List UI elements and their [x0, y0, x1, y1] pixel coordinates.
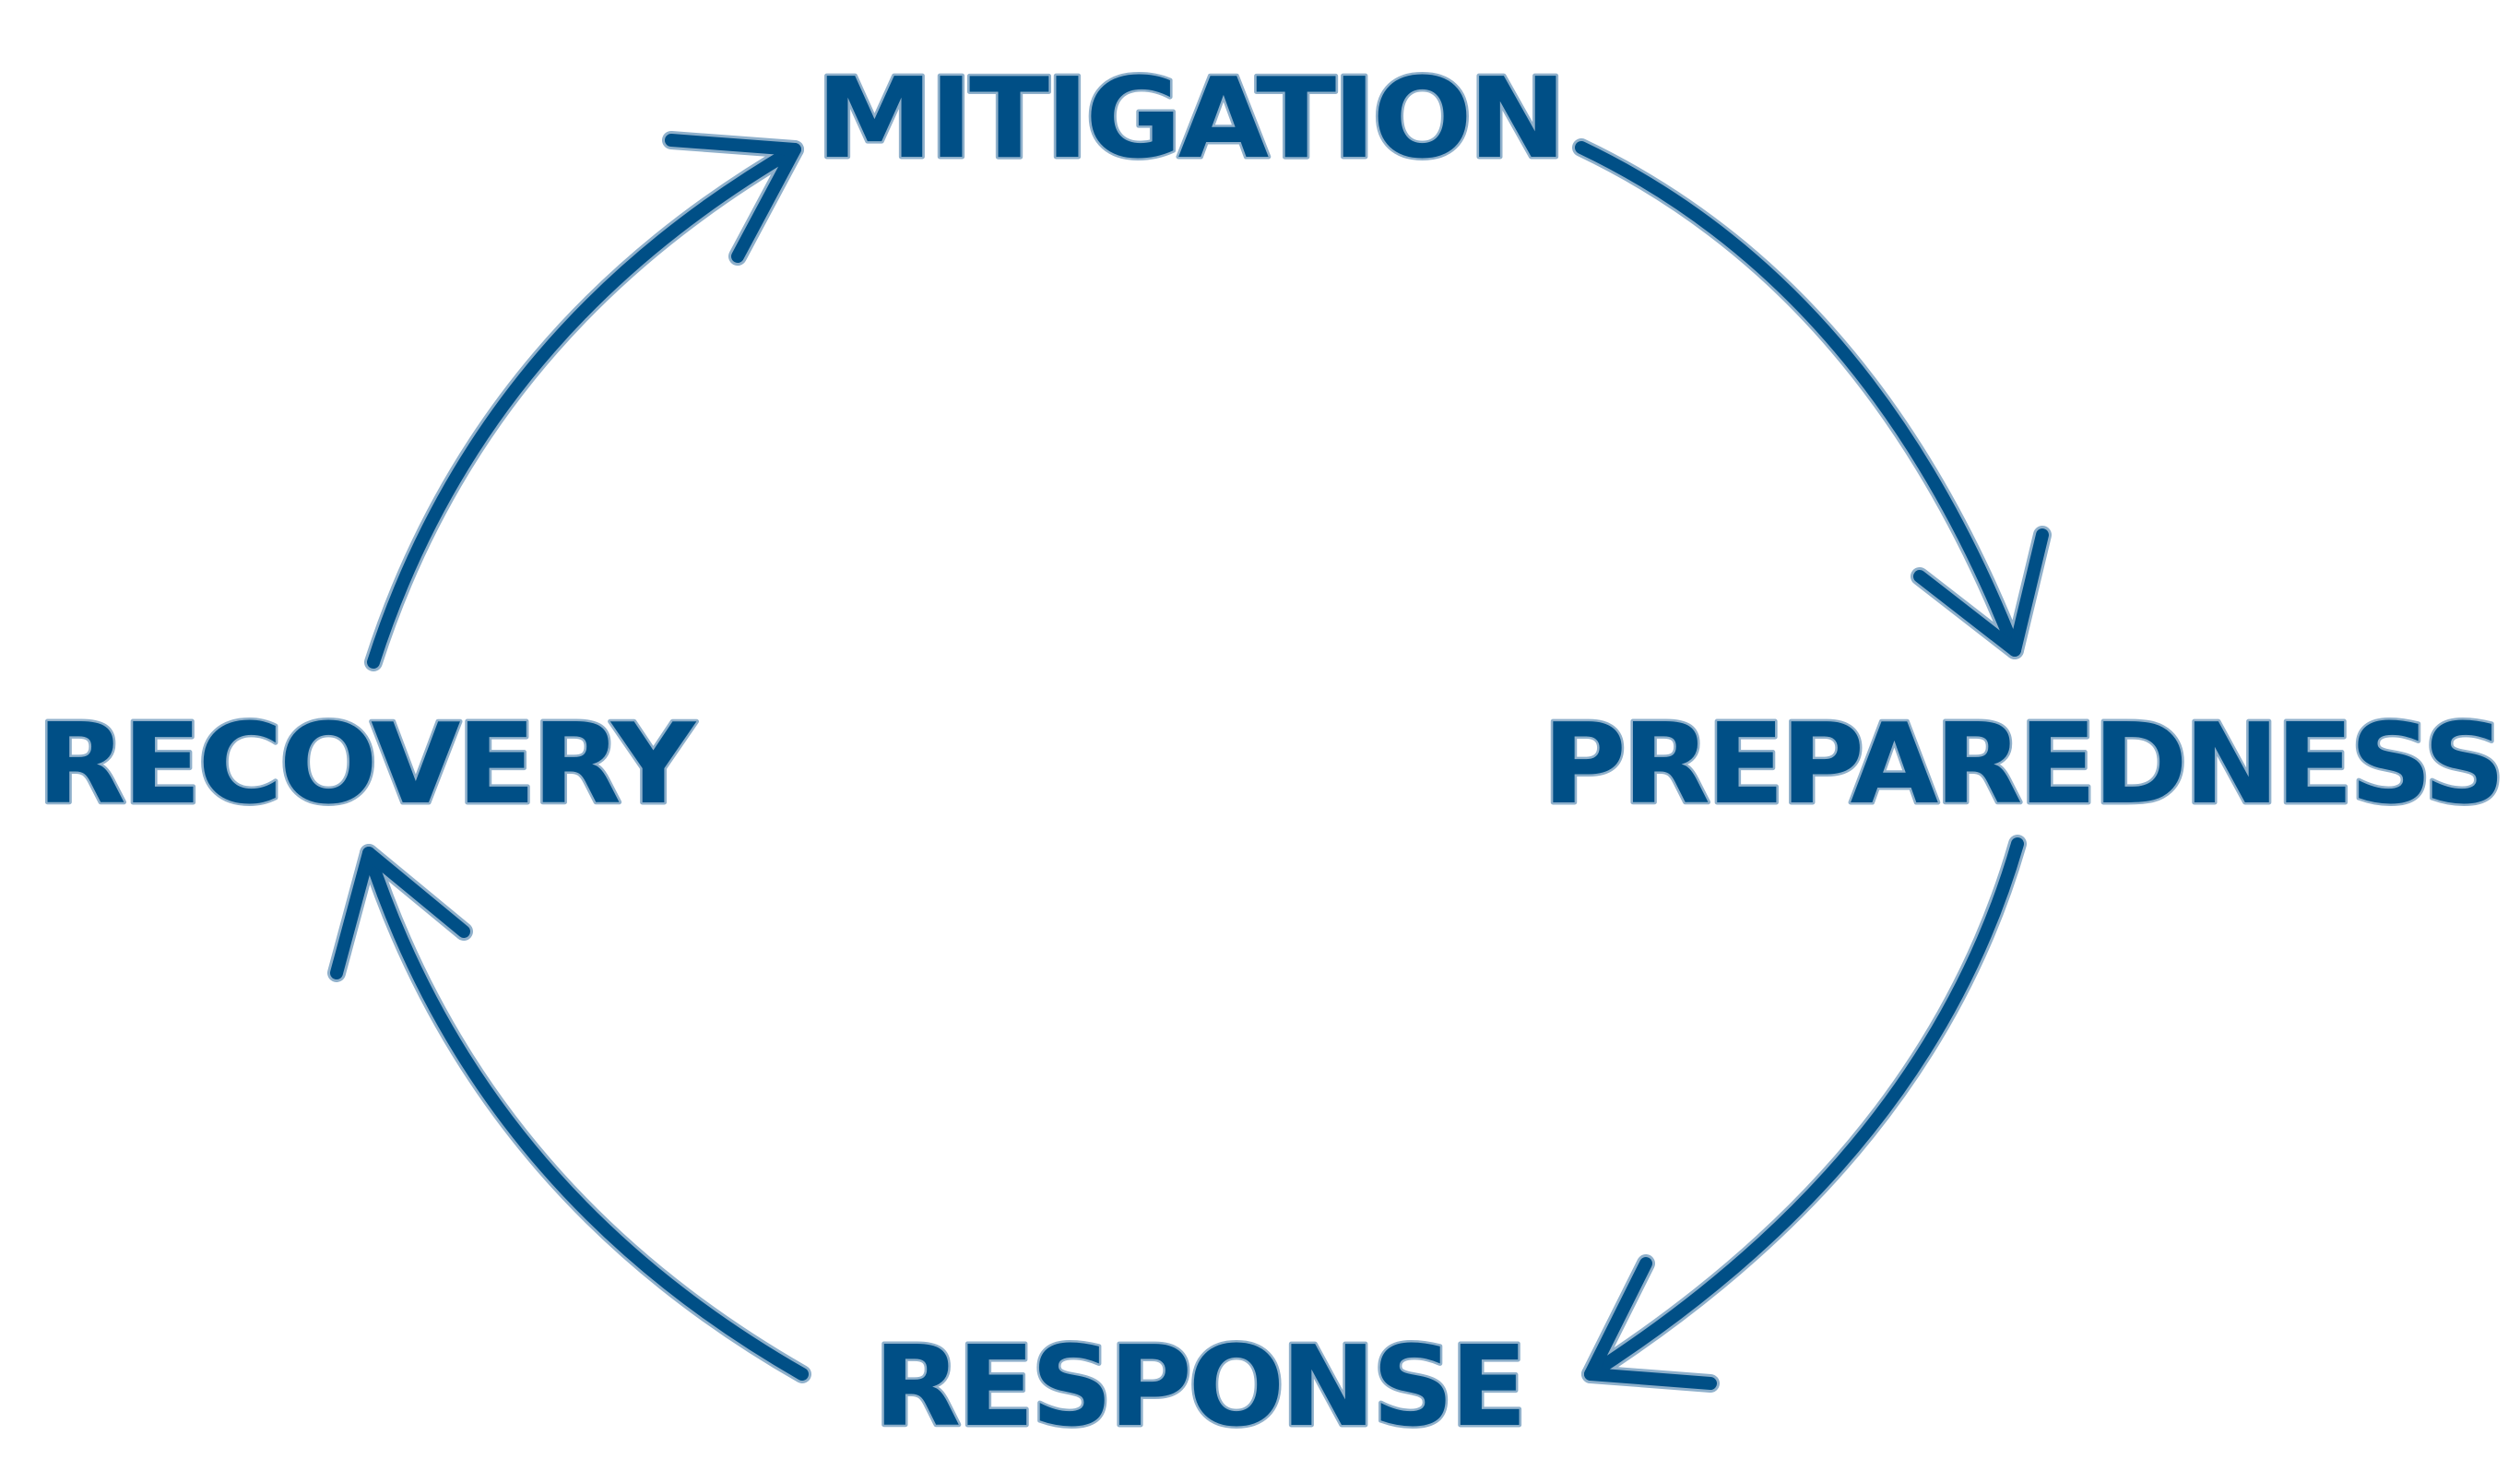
arrow-response-to-recovery: [327, 844, 811, 1383]
phase-label-recovery: RECOVERY: [37, 701, 697, 829]
arrow-recovery-to-mitigation: [364, 131, 804, 671]
arrow-preparedness-to-response: [1581, 835, 2027, 1393]
phase-label-response: RESPONSE: [874, 1323, 1524, 1452]
phase-label-preparedness: PREPAREDNESS: [1543, 701, 2502, 829]
arrow-mitigation-to-preparedness: [1572, 138, 2052, 659]
phase-label-mitigation: MITIGATION: [816, 55, 1563, 184]
